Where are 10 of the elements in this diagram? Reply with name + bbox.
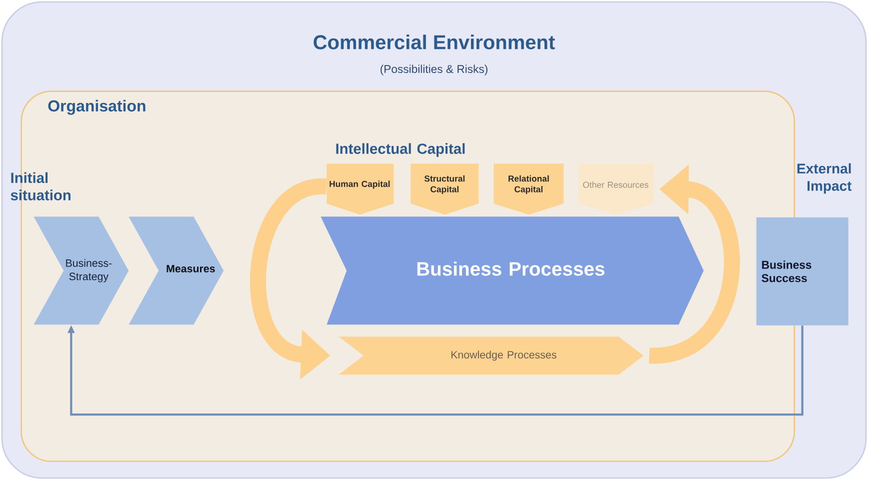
capital-tab: Relational Capital <box>494 164 564 215</box>
capital-tab: Structural Capital <box>410 164 479 215</box>
heading: Intellectual Capital <box>336 143 465 157</box>
capital-tab: Human Capital <box>326 164 394 215</box>
capital-tab: Other Resources <box>578 164 654 215</box>
chevron: Measures <box>128 216 224 325</box>
chevron: Business- Strategy <box>34 216 129 325</box>
heading: Initial situation <box>10 172 70 200</box>
heading: External Impact <box>797 163 852 194</box>
result-box: Business Success <box>756 217 848 326</box>
